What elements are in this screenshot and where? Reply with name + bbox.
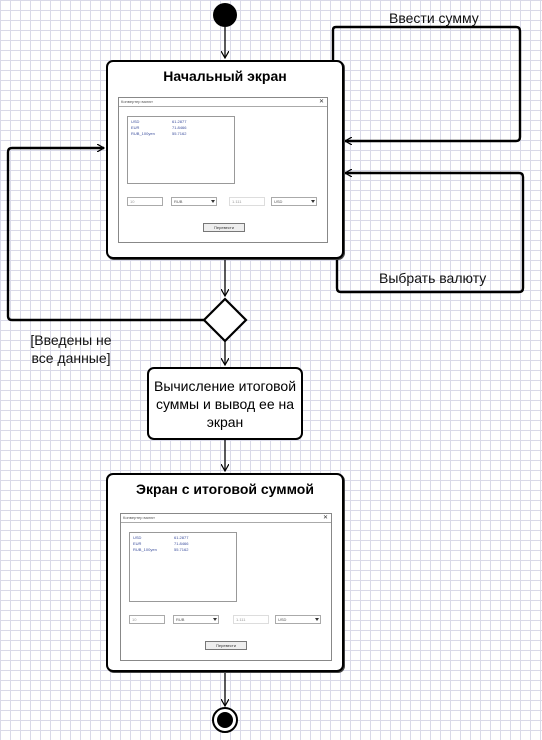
decision-node xyxy=(202,297,248,343)
thumbnail-target-select: USD xyxy=(275,615,321,624)
thumbnail-currency-select: RUB xyxy=(171,197,217,206)
edge-label-choose-currency: Выбрать валюту xyxy=(379,270,487,286)
edge-label-guard: [Введены не все данные] xyxy=(30,332,112,366)
thumbnail-amount-input: 10 xyxy=(127,197,163,206)
thumbnail-result-field: 1.111 xyxy=(229,197,265,206)
edge-incomplete-loop xyxy=(6,148,204,322)
state-result-screen: Экран с итоговой суммой Конвертер валют … xyxy=(106,473,344,672)
thumbnail-result-field: 1.111 xyxy=(233,615,269,624)
close-icon: ✕ xyxy=(318,99,324,105)
action-label: Вычисление итоговой суммы и вывод ее на … xyxy=(153,377,297,430)
close-icon: ✕ xyxy=(322,515,328,521)
thumbnail-currency-select: RUB xyxy=(173,615,219,624)
thumbnail-title: Конвертер валют xyxy=(121,99,153,104)
edge-label-enter-amount: Ввести сумму xyxy=(389,10,479,26)
initial-node xyxy=(213,3,237,27)
thumbnail-convert-button: Перевести xyxy=(205,641,247,650)
edge-choose-currency-loop xyxy=(335,173,525,294)
thumbnail-amount-input: 10 xyxy=(129,615,165,624)
edge-enter-amount-loop xyxy=(331,25,522,141)
thumbnail-target-select: USD xyxy=(271,197,317,206)
state-title: Начальный экран xyxy=(163,68,287,84)
thumbnail-convert-button: Перевести xyxy=(203,223,245,232)
thumbnail-title: Конвертер валют xyxy=(123,515,155,520)
state-title: Экран с итоговой суммой xyxy=(136,481,314,497)
action-compute-total: Вычисление итоговой суммы и вывод ее на … xyxy=(147,367,303,440)
